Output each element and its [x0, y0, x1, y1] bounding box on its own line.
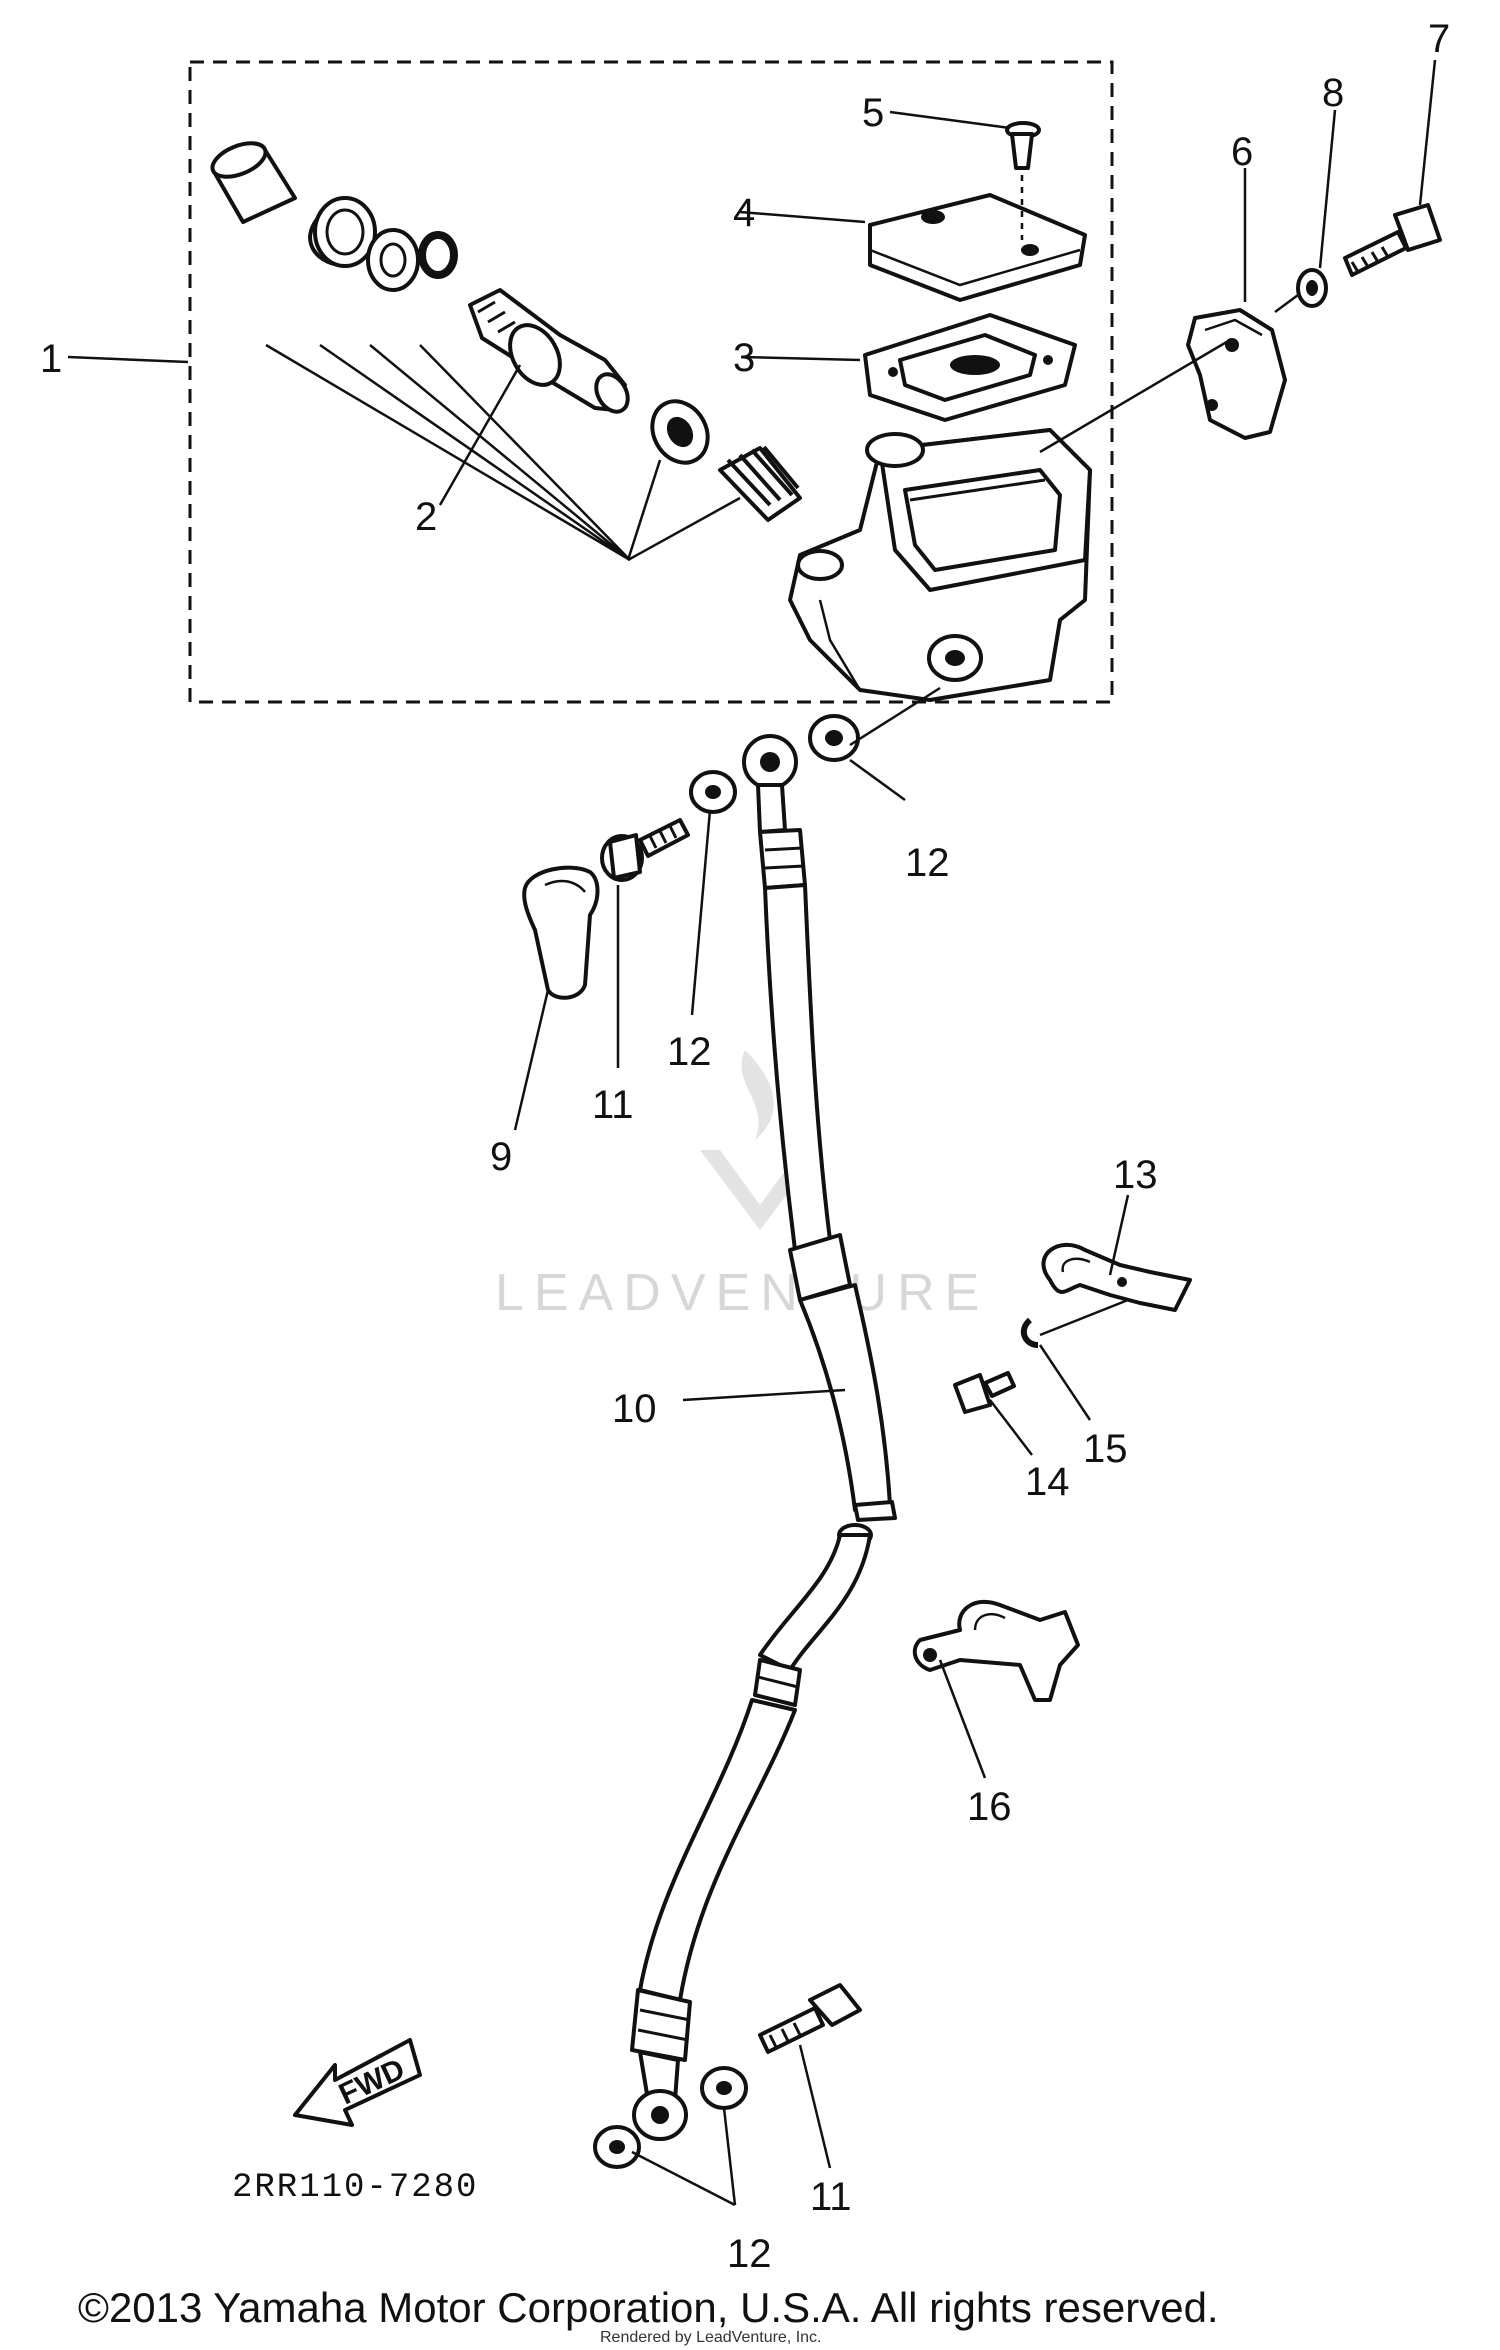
hose-guide	[1041, 1242, 1192, 1312]
watermark-text: LEADVENTURE	[495, 1264, 989, 1322]
callout-1: 1	[40, 337, 62, 381]
callout-12-upper-left: 12	[667, 1030, 712, 1074]
reservoir-cap	[868, 193, 1087, 302]
hose-holder	[912, 1599, 1080, 1702]
brake-hose-upper	[742, 734, 897, 1522]
callout-12-upper-right: 12	[905, 841, 950, 885]
master-cylinder-body	[788, 428, 1092, 702]
diaphragm	[863, 313, 1077, 422]
callout-16: 16	[967, 1785, 1012, 1829]
callout-13: 13	[1113, 1153, 1158, 1197]
callout-2: 2	[415, 495, 437, 539]
callout-9: 9	[490, 1135, 512, 1179]
guide-bolt	[953, 1371, 1016, 1414]
callouts: 1 2 3 4 5 6 7 8 9 10 11 11 12 12 12 12 1…	[40, 17, 1450, 2276]
callout-4: 4	[733, 191, 755, 235]
callout-7: 7	[1428, 17, 1450, 61]
callout-3: 3	[733, 336, 755, 380]
callout-10: 10	[612, 1387, 657, 1431]
lock-washer	[1020, 1317, 1039, 1348]
copyright-notice: ©2013 Yamaha Motor Corporation, U.S.A. A…	[78, 2284, 1219, 2331]
callout-5: 5	[862, 91, 884, 135]
callout-11-upper: 11	[592, 1083, 634, 1127]
callout-14: 14	[1025, 1460, 1070, 1504]
watermark: LEADVENTURE	[495, 1050, 989, 1322]
leader-lines	[67, 59, 1437, 2207]
bolt-cover	[522, 865, 600, 1000]
union-bolt-lower	[758, 1983, 862, 2054]
union-bolt-upper	[600, 818, 690, 882]
callout-8: 8	[1322, 71, 1344, 115]
callout-15: 15	[1083, 1427, 1128, 1471]
fwd-arrow: FWD	[293, 2038, 422, 2127]
callout-12-lower: 12	[727, 2232, 772, 2276]
lever-bracket	[1186, 308, 1287, 440]
cap-screw	[1005, 121, 1041, 240]
piston-kit	[210, 141, 802, 522]
rendered-by-note: Rendered by LeadVenture, Inc.	[600, 2329, 822, 2346]
callout-11-lower: 11	[810, 2175, 852, 2219]
lever-bolt	[1343, 203, 1442, 277]
callout-6: 6	[1231, 130, 1253, 174]
assembly-box	[188, 60, 1114, 704]
diagram-code: 2RR110-7280	[232, 2169, 478, 2207]
brake-hose-lower	[630, 1523, 873, 2141]
